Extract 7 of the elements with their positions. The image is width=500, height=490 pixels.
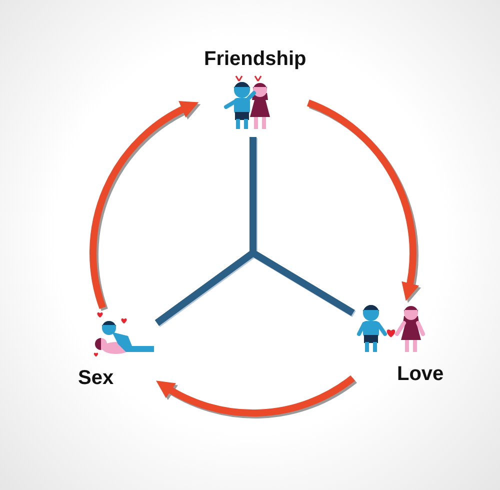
connector-line — [154, 248, 355, 326]
curved-arrow — [156, 375, 355, 416]
curved-arrow — [90, 102, 198, 309]
node-label: Love — [397, 364, 444, 384]
node-label: Friendship — [204, 49, 306, 69]
node-label: Sex — [78, 368, 114, 388]
curved-arrow — [306, 100, 419, 302]
